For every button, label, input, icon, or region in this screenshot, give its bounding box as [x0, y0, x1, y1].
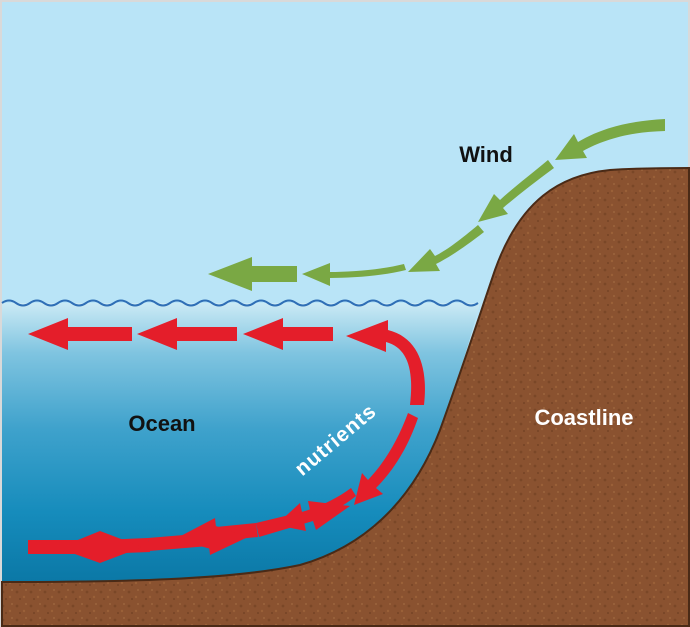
wind-arrow — [478, 160, 554, 222]
coastline-land — [0, 166, 690, 627]
current-arrow — [28, 318, 132, 350]
wind-arrows — [208, 119, 665, 291]
wind-arrow — [555, 119, 665, 160]
water-surface-line — [1, 299, 479, 307]
current-arrow — [256, 501, 350, 537]
ocean-label: Ocean — [128, 411, 195, 436]
wind-label: Wind — [459, 142, 513, 167]
wind-arrow — [208, 257, 297, 291]
current-arrow — [28, 531, 142, 563]
current-arrow — [354, 413, 418, 505]
ocean-water — [2, 303, 480, 582]
wind-arrow — [302, 263, 406, 286]
current-arrows — [28, 318, 425, 563]
current-arrow — [137, 318, 237, 350]
current-arrow — [148, 523, 248, 555]
current-arrow — [346, 320, 425, 405]
current-arrow — [243, 318, 333, 350]
wind-arrow — [408, 225, 484, 272]
coastline-label: Coastline — [534, 405, 633, 430]
